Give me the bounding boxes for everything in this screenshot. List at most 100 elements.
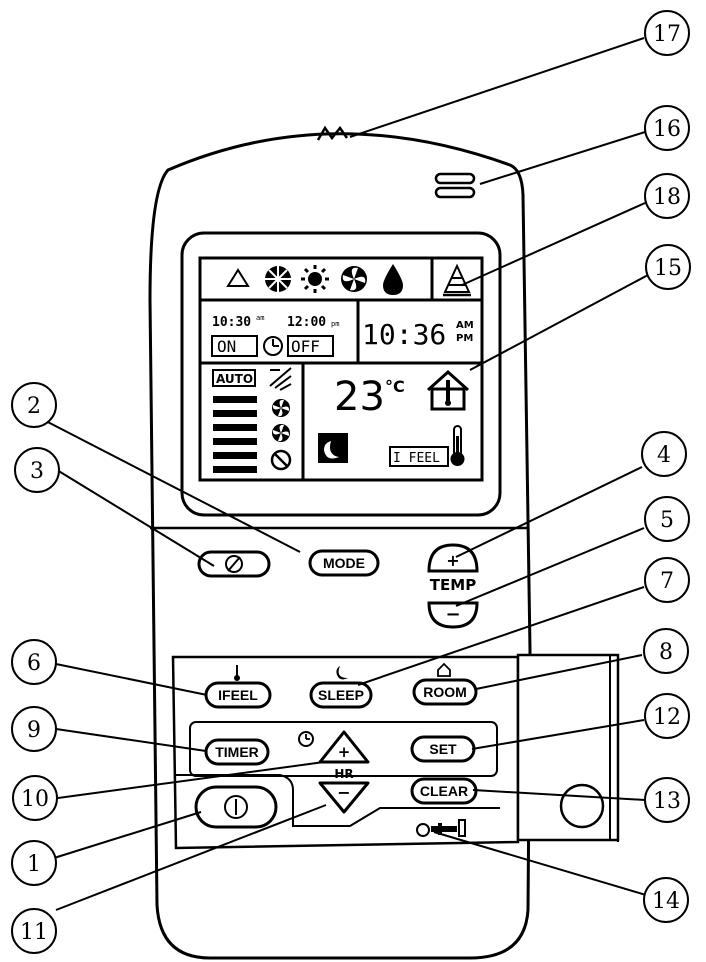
swing-louver-icon <box>269 367 292 391</box>
heat-mode-icon <box>301 265 329 293</box>
temp-label: TEMP <box>430 576 476 594</box>
svg-text:10: 10 <box>21 787 49 812</box>
sleep-button-label: SLEEP <box>318 687 364 703</box>
timer-off-box: OFF <box>291 337 320 356</box>
callout-5: 5 <box>644 496 690 542</box>
fan-low-icon <box>270 449 292 471</box>
fan-speed-button[interactable] <box>197 550 271 578</box>
clear-button[interactable]: CLEAR <box>410 777 478 805</box>
callout-7: 7 <box>644 557 690 603</box>
sleep-moon-icon <box>318 433 348 463</box>
cool-mode-icon <box>265 266 291 292</box>
callout-2: 2 <box>11 382 57 428</box>
power-button[interactable] <box>194 785 278 829</box>
timer-button-label: TIMER <box>215 744 259 760</box>
hour-down-label: − <box>337 783 350 802</box>
svg-text:14: 14 <box>652 889 680 914</box>
callout-18: 18 <box>644 173 690 219</box>
timer-on-suffix: am <box>256 314 264 322</box>
hour-up-label: + <box>338 743 351 761</box>
ifeel-button-label: IFEEL <box>218 687 258 703</box>
callout-8: 8 <box>643 628 689 674</box>
clock-am: AM <box>456 320 474 331</box>
mode-button-label: MODE <box>323 555 365 571</box>
set-button[interactable]: SET <box>410 735 476 763</box>
svg-text:6: 6 <box>27 651 41 676</box>
callout-6: 6 <box>11 639 57 685</box>
svg-text:3: 3 <box>30 459 44 484</box>
fan-mode-icon <box>341 266 367 292</box>
indicator-slot-bottom <box>434 186 476 199</box>
ifeel-thermometer-icon <box>234 665 240 681</box>
clock-time: 10:36 <box>362 318 446 351</box>
svg-text:17: 17 <box>653 22 681 47</box>
cover-thumb-grip <box>559 783 605 829</box>
temperature-value: 23 <box>334 374 385 420</box>
temperature-unit: °C <box>385 377 405 396</box>
callout-13: 13 <box>644 777 690 823</box>
callout-11: 11 <box>11 908 57 954</box>
auto-box: AUTO <box>216 372 253 386</box>
fan-medium-icon <box>272 424 290 442</box>
temp-up-label: + <box>446 551 459 570</box>
temp-down-label: − <box>445 604 460 625</box>
power-button-recess <box>176 774 500 827</box>
svg-text:7: 7 <box>660 569 674 594</box>
fan-speed-bars <box>213 396 257 473</box>
callout-14: 14 <box>643 877 689 923</box>
hour-label: HR <box>334 767 353 781</box>
callout-1: 1 <box>11 840 57 886</box>
clear-button-label: CLEAR <box>420 783 468 799</box>
svg-text:11: 11 <box>20 920 48 945</box>
svg-text:18: 18 <box>653 185 681 210</box>
sleep-button[interactable]: SLEEP <box>309 681 373 709</box>
room-small-house-icon <box>437 662 451 677</box>
svg-text:9: 9 <box>27 718 41 743</box>
svg-text:4: 4 <box>657 443 671 468</box>
callout-16: 16 <box>644 105 690 151</box>
lower-panel <box>171 655 520 850</box>
clock-icon <box>263 336 283 356</box>
timer-button[interactable]: TIMER <box>204 738 270 766</box>
svg-text:15: 15 <box>654 256 682 281</box>
sleep-small-moon-icon <box>336 666 348 680</box>
timer-on-time: 10:30 <box>212 315 251 330</box>
callout-3: 3 <box>14 447 60 493</box>
svg-text:1: 1 <box>27 852 41 877</box>
mode-button[interactable]: MODE <box>308 549 380 577</box>
svg-text:12: 12 <box>653 705 681 730</box>
callout-15: 15 <box>645 244 691 290</box>
callout-12: 12 <box>644 693 690 739</box>
ifeel-button[interactable]: IFEEL <box>204 681 272 709</box>
indicator-slot-top <box>434 172 476 185</box>
dry-mode-icon <box>383 264 403 295</box>
callout-17: 17 <box>644 10 690 56</box>
room-button-label: ROOM <box>423 684 467 700</box>
svg-text:16: 16 <box>653 117 681 142</box>
svg-text:2: 2 <box>27 394 41 419</box>
svg-text:13: 13 <box>653 789 681 814</box>
callout-10: 10 <box>12 775 58 821</box>
timer-on-box: ON <box>217 337 236 356</box>
hour-down-button[interactable]: − <box>318 781 370 814</box>
timer-clock-icon <box>298 731 314 747</box>
lock-indicator-icon <box>416 819 466 837</box>
callout-9: 9 <box>11 706 57 752</box>
hour-up-button[interactable]: + <box>318 730 370 764</box>
svg-text:8: 8 <box>659 640 673 665</box>
svg-text:5: 5 <box>660 508 674 533</box>
leader-lines <box>39 37 649 911</box>
room-button[interactable]: ROOM <box>412 678 478 706</box>
room-temp-icon <box>426 369 470 411</box>
fan-high-icon <box>272 399 290 417</box>
timer-off-time: 12:00 <box>287 315 326 330</box>
temp-up-button[interactable]: + <box>427 543 479 573</box>
set-button-label: SET <box>429 741 457 757</box>
ifeel-box-text: I FEEL <box>393 451 440 466</box>
auto-mode-icon <box>226 268 250 287</box>
timer-off-suffix: pm <box>331 320 339 328</box>
callout-4: 4 <box>641 431 687 477</box>
ir-emitter <box>316 125 349 141</box>
temp-down-button[interactable]: − <box>427 601 479 629</box>
